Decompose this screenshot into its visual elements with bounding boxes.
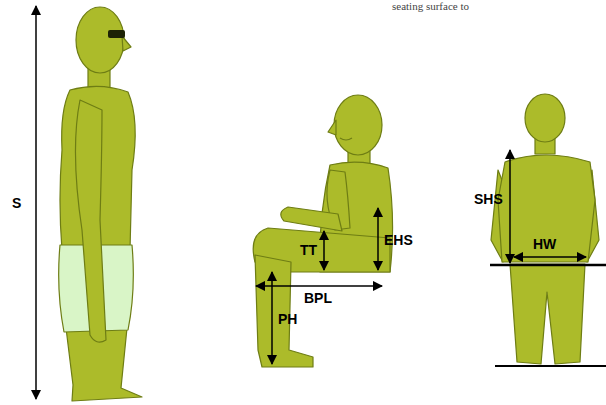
dimension-arrow — [256, 285, 382, 287]
dimension-label: PH — [278, 312, 297, 326]
dimension-arrow — [509, 150, 511, 263]
dimension-label: BPL — [304, 291, 332, 305]
dimension-arrow — [514, 256, 586, 258]
caption-fragment: seating surface to — [392, 1, 469, 12]
dimension-label: EHS — [384, 233, 413, 247]
dimension-label: TT — [300, 243, 317, 257]
measure-lines — [36, 6, 606, 399]
dimension-arrow — [35, 6, 37, 399]
dimension-arrow — [377, 208, 379, 270]
standing-figure — [59, 7, 142, 401]
dimension-label: HW — [533, 237, 556, 251]
seated-figure-back — [491, 94, 599, 364]
dimension-label: S — [12, 196, 21, 210]
seat-line — [490, 264, 606, 267]
dimension-label: SHS — [474, 192, 503, 206]
seated-figure-side — [253, 95, 392, 367]
dimension-arrow — [323, 231, 325, 270]
dimension-arrow — [271, 272, 273, 364]
floor-line — [495, 365, 606, 367]
